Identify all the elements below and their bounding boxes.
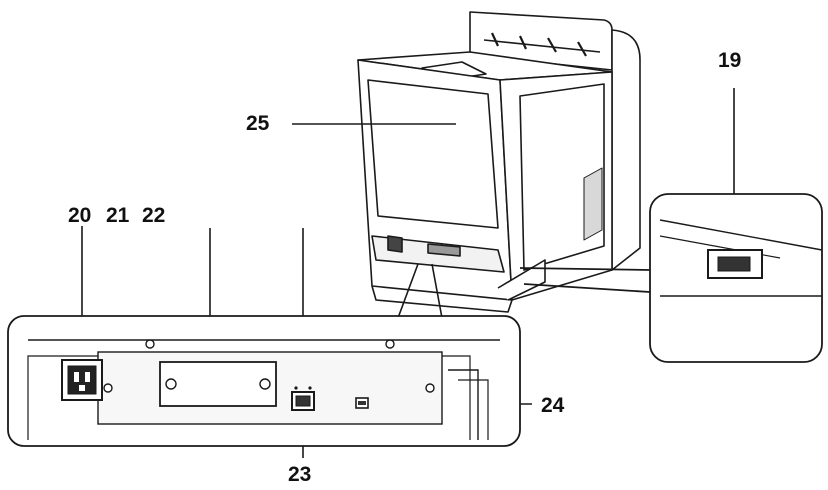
callout-21: 21 [106, 204, 130, 227]
printer-body [357, 11, 641, 313]
callout-20: 20 [68, 204, 92, 227]
option-slot-cover [159, 361, 277, 407]
callout-24: 24 [541, 394, 565, 417]
side-panel [611, 29, 641, 271]
detail-inset-bottom [7, 315, 521, 447]
callout-25: 25 [246, 112, 270, 135]
callout-23: 23 [288, 463, 312, 486]
usb-port [717, 256, 751, 272]
callout-19: 19 [718, 49, 742, 72]
callout-22: 22 [142, 204, 166, 227]
detail-inset-right [519, 193, 823, 363]
